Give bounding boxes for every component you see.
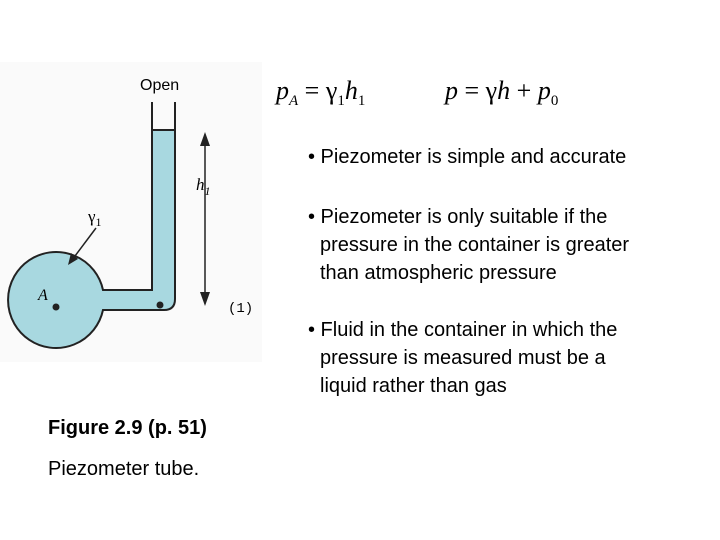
eq1-equals: = [304, 76, 320, 105]
eq2-gamma: γ [485, 76, 498, 105]
bullet-line: pressure in the container is greater [320, 234, 630, 256]
bullet-line: • Piezometer is only suitable if the [308, 206, 608, 228]
open-label: Open [140, 77, 179, 94]
bullet-fluid-liquid: • Fluid in the container in which the pr… [308, 316, 708, 400]
point-1-dot [156, 301, 164, 309]
h1-subscript: 1 [205, 184, 211, 198]
eq1-gamma: γ [325, 76, 338, 105]
eq2-lhs: p [445, 76, 458, 105]
bullet-suitability: • Piezometer is only suitable if the pre… [308, 203, 708, 287]
h1-symbol: h [196, 175, 205, 194]
eq1-lhs-sub: A [289, 93, 299, 110]
bullet-line: • Piezometer is simple and accurate [308, 146, 627, 168]
equation-p: p = γh + p0 [445, 76, 558, 110]
eq1-h: h [344, 76, 358, 105]
equation-pa: pA = γ1h1 [276, 76, 365, 110]
figure-caption-title: Figure 2.9 (p. 51) [48, 417, 207, 439]
h1-arrow-bottom [200, 292, 210, 306]
eq2-p0: p [537, 76, 551, 105]
bullet-line: • Fluid in the container in which the [308, 319, 618, 341]
point-a-dot [52, 303, 60, 311]
gamma1-arrowhead [68, 253, 78, 265]
gamma1-subscript: 1 [96, 215, 102, 229]
point-1-label: (1) [228, 301, 253, 317]
eq2-h: h [497, 76, 511, 105]
piezometer-diagram: Open h1 γ1 A (1) [7, 77, 253, 349]
bullet-simple-accurate: • Piezometer is simple and accurate [308, 143, 708, 171]
eq2-plus: + [516, 76, 532, 105]
gamma1-symbol: γ [87, 207, 96, 226]
gamma1-arrow-line [71, 227, 97, 261]
h1-label: h1 [196, 175, 211, 198]
bullet-line: than atmospheric pressure [320, 262, 557, 284]
h1-arrow-top [200, 132, 210, 146]
piezometer-fluid-shape [7, 129, 176, 349]
eq1-h-sub: 1 [357, 93, 366, 110]
figure-caption-subtitle: Piezometer tube. [48, 458, 200, 480]
bullet-line: pressure is measured must be a [320, 347, 606, 369]
eq1-lhs: p [276, 76, 289, 105]
eq2-equals: = [464, 76, 480, 105]
bullet-line: liquid rather than gas [320, 375, 507, 397]
eq1-gamma-sub: 1 [337, 93, 345, 110]
point-a-label: A [37, 287, 48, 304]
eq2-p0-sub: 0 [550, 93, 559, 110]
gamma1-label: γ1 [87, 207, 102, 229]
